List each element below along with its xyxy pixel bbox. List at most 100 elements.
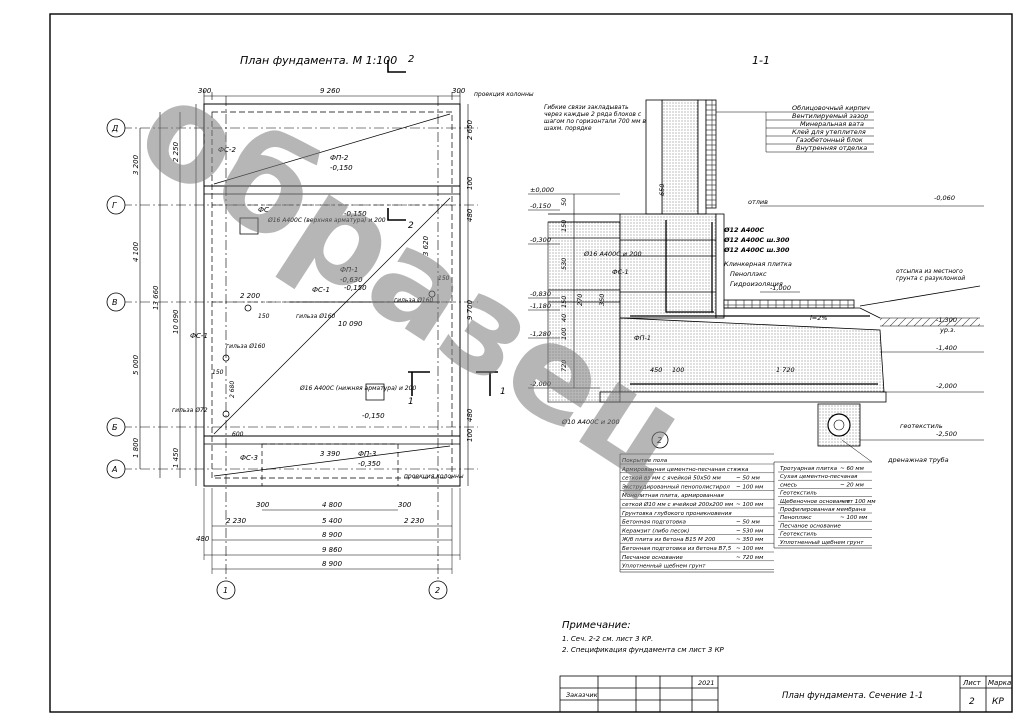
dim-v-150b: 150 — [560, 296, 568, 308]
label-fs1a-level: -0,150 — [344, 284, 367, 292]
dim-v-530: 530 — [560, 258, 568, 270]
note-1: 1. Сеч. 2-2 см. лист 3 КР. — [562, 635, 653, 643]
floorSpec-row-value: ~ 100 мм — [736, 502, 764, 508]
dim-1720: 1 720 — [776, 366, 795, 374]
label-waterproof: Гидроизоляция — [730, 280, 783, 288]
label-sleeve-b: гильза Ø160 — [394, 297, 434, 304]
rebar-label-2: Ø12 А400С ш.300 — [723, 246, 790, 254]
label-dim-2200: 2 200 — [240, 292, 261, 300]
label-fp3: ФП-3 — [358, 450, 376, 458]
axis-row-a: А — [111, 465, 117, 474]
wall-layer-4: Газобетонный блок — [796, 136, 863, 144]
node-mark-circle — [651, 431, 669, 449]
dim-right-480a: 480 — [466, 208, 474, 222]
dim-left-5000: 5 000 — [132, 354, 140, 375]
dim-v-40: 40 — [560, 314, 568, 322]
blindSpec-row-label: смесь — [780, 482, 797, 488]
floor-fill — [547, 221, 621, 403]
dim-top-main: 9 260 — [320, 87, 341, 95]
level-right-5: -2,500 — [936, 430, 957, 438]
floorSpec-row-label: Грунтовка глубокого проникновения — [622, 511, 732, 517]
level-right-0: -0,060 — [934, 194, 955, 202]
label-dim-150b: 150 — [438, 275, 450, 282]
floorSpec-row-label: Песчаное основание — [622, 555, 683, 561]
axis-row-d: Д — [111, 124, 118, 133]
wall-layer-1: Вентилируемый зазор — [792, 112, 868, 120]
dim-left-total: 13 660 — [152, 285, 160, 310]
blindSpec-row-label: Геотекстиль — [780, 491, 817, 497]
floorSpec-row-value: ~ 50 мм — [736, 520, 761, 526]
level-left-0: ±0,000 — [530, 186, 554, 194]
floorSpec-row-label: Бетонная подготовка из бетона В7,5 — [622, 546, 732, 552]
axis-row-g: Г — [112, 201, 117, 210]
blindSpec-row-label: Щебеночное основание — [780, 499, 851, 505]
level-markers-left — [528, 193, 620, 389]
dim-bottom-2230a: 2 230 — [226, 517, 247, 525]
stamp-year: 2021 — [698, 679, 715, 687]
label-dim-150c: 150 — [212, 369, 224, 376]
dim-left-2250: 2 250 — [172, 141, 180, 162]
label-fp1: ФП-1 — [340, 266, 358, 274]
label-fs-top: ФС — [258, 206, 269, 214]
label-dim-600: 600 — [232, 431, 244, 438]
cut-mark-1b: 1 — [500, 387, 506, 397]
wall-layer-3: Клей для утеплителя — [792, 128, 866, 136]
label-rebar-top: Ø16 А400С (верхняя арматура) и 200 — [267, 217, 386, 224]
label-dim-150a: 150 — [258, 313, 270, 320]
floorSpec-row-label: Уплотненный щебнем грунт — [622, 564, 706, 570]
dim-100: 100 — [672, 366, 684, 374]
label-rebar-left: Ø16 А400С и 200 — [583, 250, 642, 258]
projection-label-top: проекция колонны — [474, 91, 534, 98]
stamp-mark-label: Марка — [988, 679, 1011, 687]
cut-mark-2: 2 — [408, 221, 414, 231]
notes-title: Примечание: — [562, 620, 631, 631]
section-1-1 — [528, 99, 984, 573]
axis-col-1: 1 — [223, 586, 228, 595]
floorSpec-row-label: Бетонная подготовка — [622, 520, 687, 526]
dim-left-4100: 4 100 — [132, 241, 140, 262]
dim-right-100: 100 — [466, 176, 474, 190]
label-slope: i=2% — [810, 314, 828, 322]
dim-v-150: 150 — [560, 220, 568, 232]
dim-left-10090: 10 090 — [172, 309, 180, 334]
floorSpec-row-label: сеткой вз мм с ячейкой 50x50 мм — [622, 476, 722, 482]
dim-bottom-300a: 300 — [256, 501, 270, 509]
dim-650: 650 — [658, 184, 666, 196]
floorSpec-row-label: сеткой Ø10 мм с ячейкой 200x200 мм — [622, 501, 734, 508]
dim-bottom-8900a: 8 900 — [322, 531, 343, 539]
floorSpec-row-label: Экструдированный пенополистирол — [621, 484, 730, 490]
wall-layer-leader — [716, 111, 874, 153]
plan-title: План фундамента. М 1:100 — [240, 54, 397, 67]
section-text: 1-1 Гибкие связи закладывать через кажды… — [530, 54, 965, 464]
plan-inner-outline — [211, 111, 453, 479]
wall-insulation — [697, 99, 707, 215]
level-left-4: -1,180 — [530, 302, 551, 310]
level-markers-right — [760, 205, 984, 441]
label-dim-10090: 10 090 — [338, 320, 363, 328]
level-left-2: -0,300 — [530, 236, 551, 244]
dim-top-left: 300 — [198, 87, 212, 95]
blindSpec-row-label: Сухая цементно-песчаная — [780, 474, 858, 480]
foundation-plan — [122, 60, 498, 582]
label-fp3-level: -0,350 — [358, 460, 381, 468]
dim-bottom-8900b: 8 900 — [322, 560, 343, 568]
label-clinker: Клинкерная плитка — [724, 260, 792, 268]
plan-cut-mark-top: 2 — [408, 54, 414, 65]
title-block — [559, 675, 1013, 713]
stamp-mark: КР — [992, 697, 1004, 707]
notes: Примечание: 1. Сеч. 2-2 см. лист 3 КР. 2… — [562, 620, 725, 654]
cut-mark-1a: 1 — [408, 397, 414, 407]
dim-left-3200: 3 200 — [132, 154, 140, 175]
label-level-a: -0,150 — [344, 210, 367, 218]
dim-v-720: 720 — [560, 360, 568, 372]
backfill-slope — [859, 285, 981, 307]
level-right-4: -2,000 — [936, 382, 957, 390]
floorSpec-row-value: ~ 530 мм — [736, 528, 764, 534]
rebar — [630, 220, 878, 385]
label-fp1-level: -0,630 — [340, 276, 363, 284]
level-right-2: -1,300 — [936, 316, 957, 324]
dim-v-100: 100 — [560, 328, 568, 340]
